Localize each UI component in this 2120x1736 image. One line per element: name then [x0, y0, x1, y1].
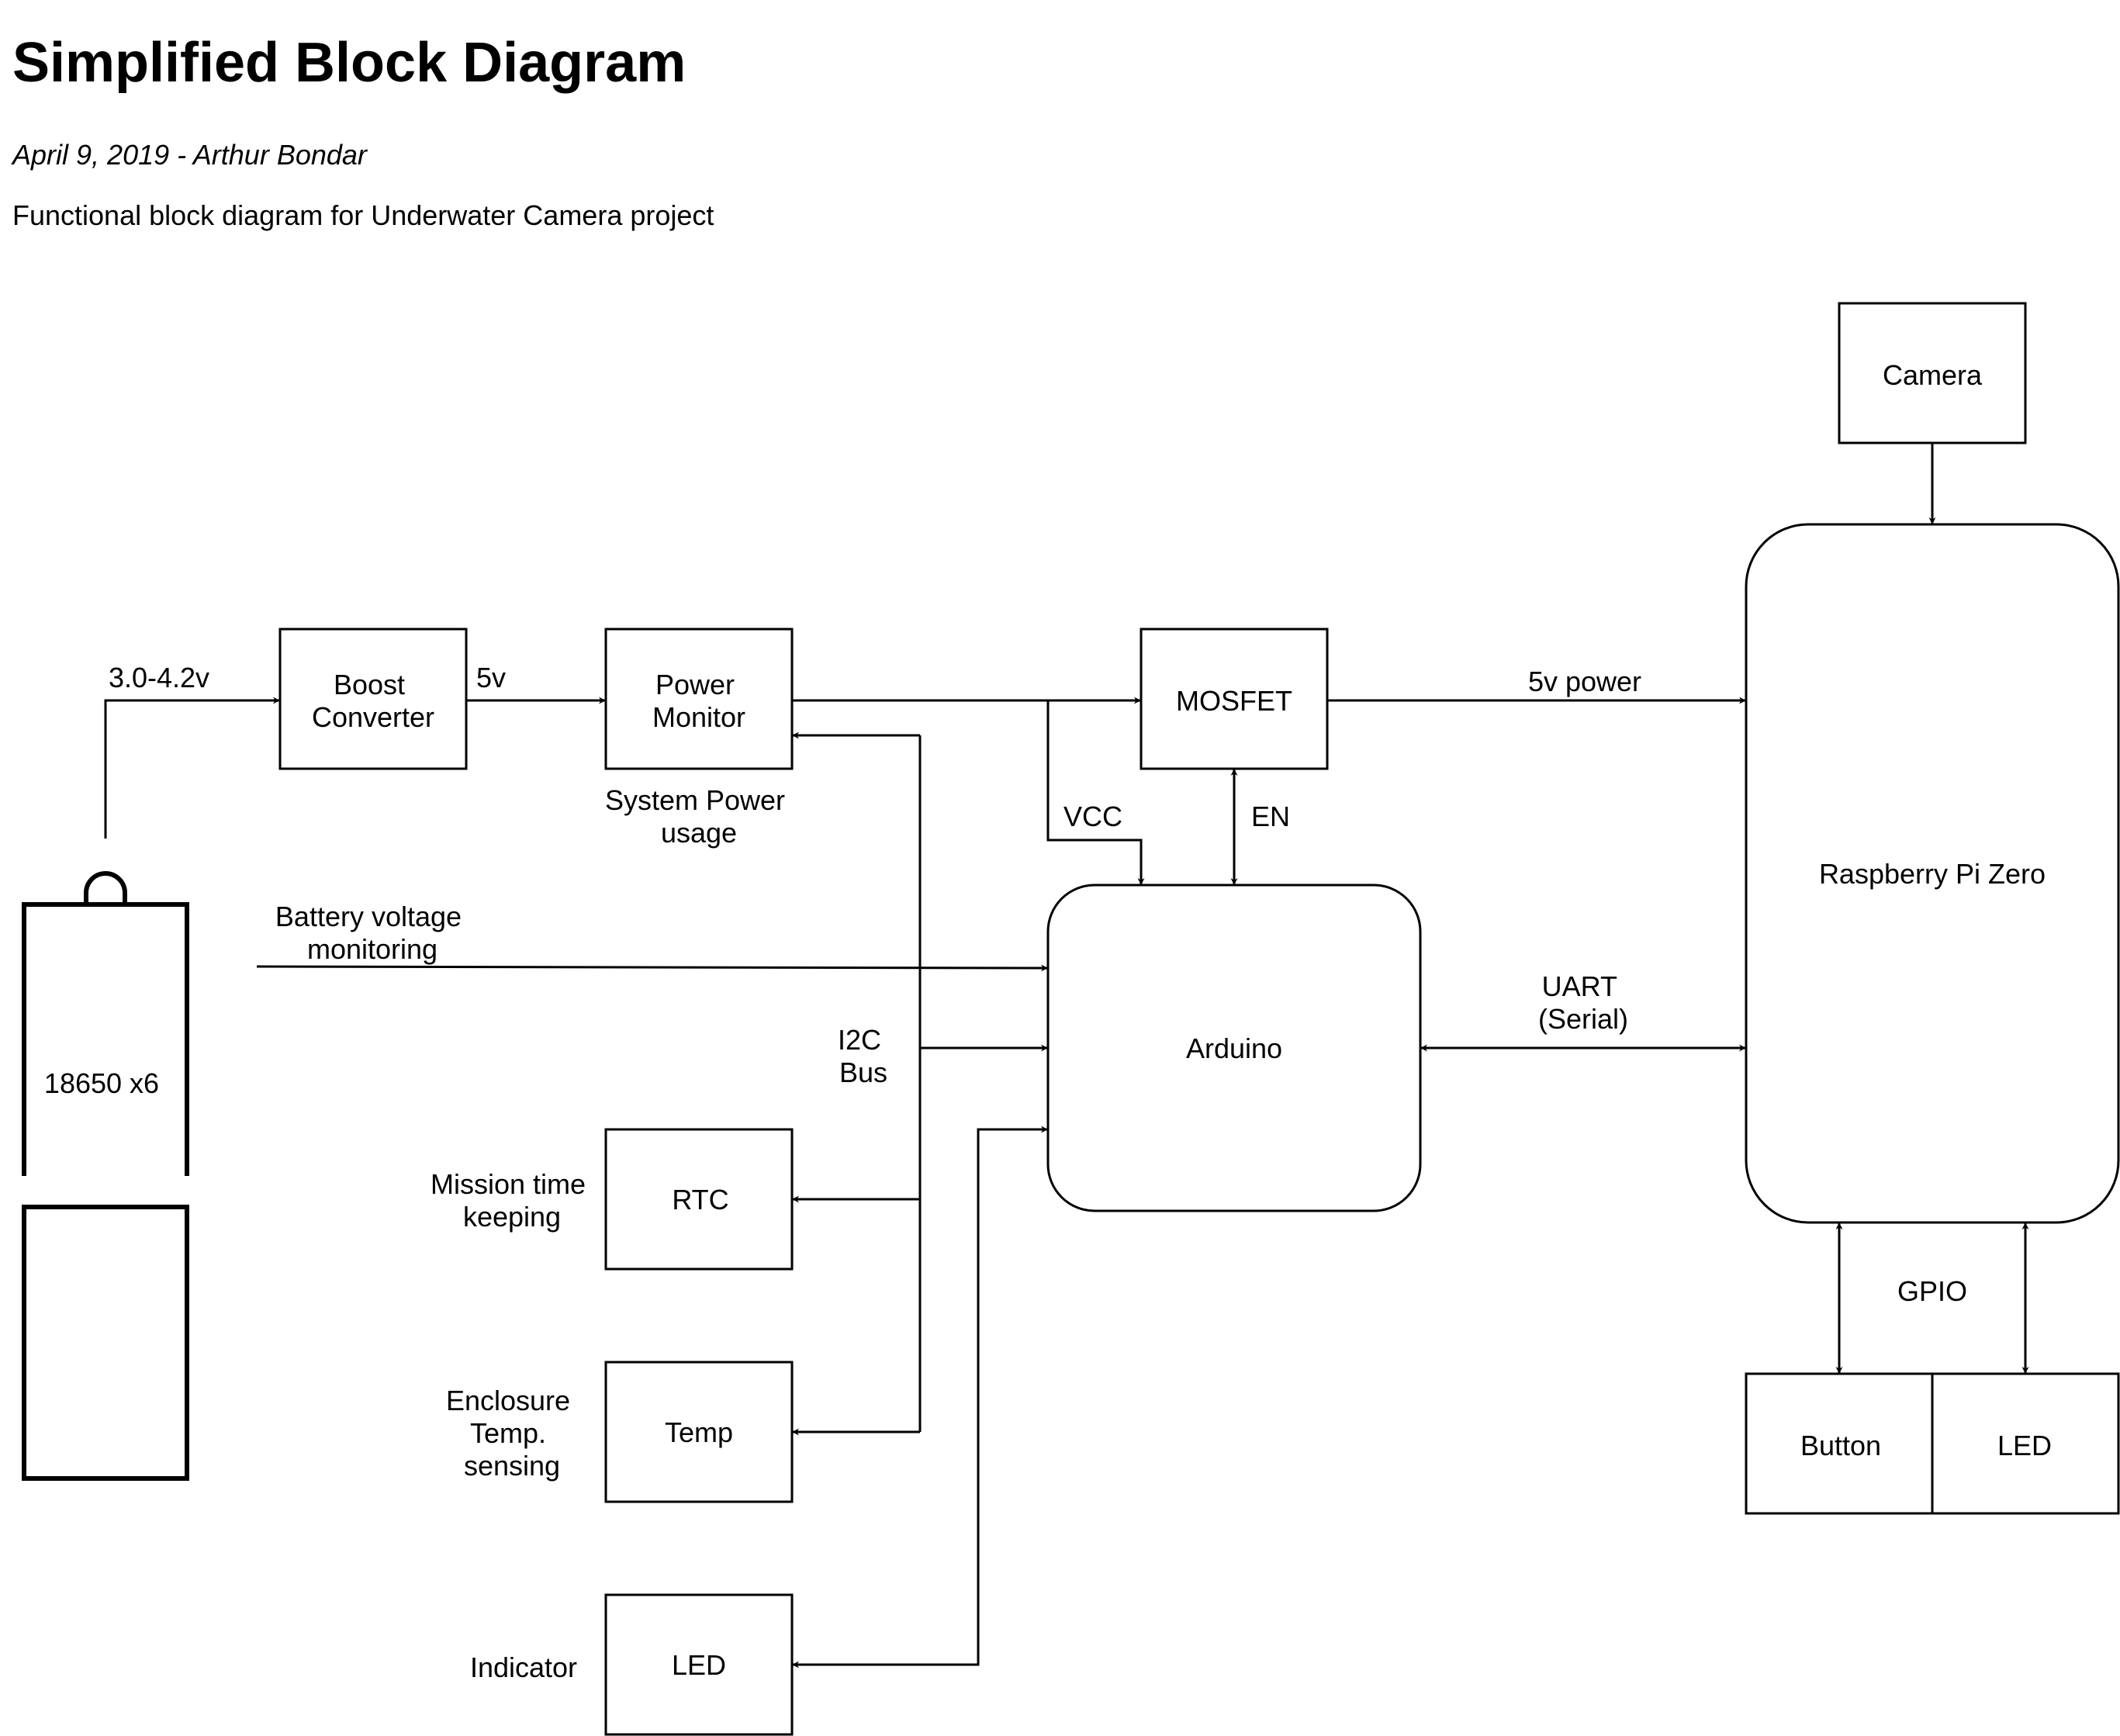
byline: April 9, 2019 - Arthur Bondar [12, 139, 367, 171]
power-monitor-label: Power Monitor [652, 669, 745, 733]
arduino-label: Arduino [1186, 1032, 1282, 1064]
button-label: Button [1800, 1430, 1881, 1461]
camera-label: Camera [1883, 359, 1983, 391]
enclosure-temp-label: Enclosure Temp. sensing [446, 1385, 578, 1482]
uart-label: UART (Serial) [1538, 970, 1628, 1035]
page-title: Simplified Block Diagram [12, 32, 686, 94]
boost-converter-label: Boost Converter [312, 669, 434, 733]
battery-monitor-line [256, 964, 1049, 972]
battery-to-boost-line [104, 697, 280, 839]
boost-output-label: 5v [476, 662, 506, 693]
led-indicator-line [792, 1126, 1048, 1669]
battery-label: 18650 x6 [44, 1067, 159, 1099]
description: Functional block diagram for Underwater … [12, 199, 714, 231]
en-label: EN [1251, 801, 1290, 832]
gpio-label: GPIO [1897, 1275, 1967, 1307]
battery-icon [22, 871, 189, 1481]
rtc-label: RTC [672, 1184, 728, 1216]
mosfet-label: MOSFET [1176, 685, 1292, 717]
battery-voltage-label: 3.0-4.2v [109, 662, 209, 693]
indicator-led-label: LED [672, 1649, 726, 1681]
system-power-label: System Power usage [605, 784, 793, 849]
vcc-label: VCC [1063, 801, 1122, 832]
pi-led-label: LED [1997, 1430, 2052, 1461]
power-monitor-block [604, 628, 794, 770]
battery-monitoring-label: Battery voltage monitoring [275, 901, 469, 965]
boost-converter-block [278, 628, 468, 770]
raspberry-pi-label: Raspberry Pi Zero [1819, 858, 2046, 890]
temp-label: Temp [665, 1416, 733, 1448]
mission-time-label: Mission time keeping [431, 1168, 593, 1233]
pi-power-label: 5v power [1528, 666, 1641, 697]
vcc-line [1046, 700, 1145, 885]
indicator-label: Indicator [470, 1651, 577, 1683]
i2c-bus-label: I2C Bus [838, 1024, 889, 1088]
